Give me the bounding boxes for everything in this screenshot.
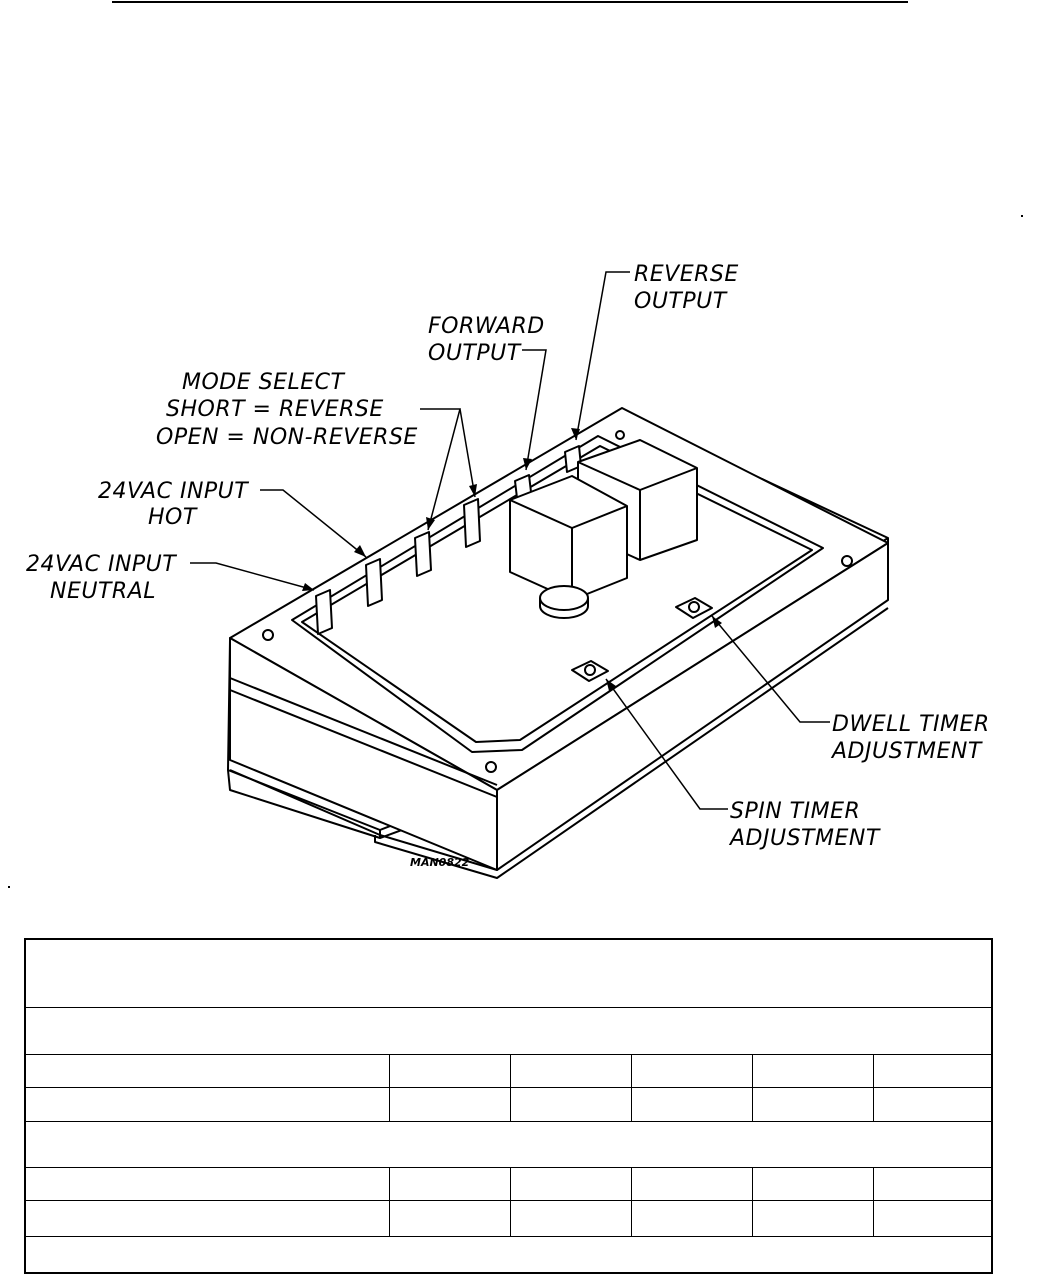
- arrowhead: [426, 517, 435, 530]
- leader-spin: [605, 678, 728, 810]
- table-cell: [632, 1201, 753, 1236]
- table-cell: [874, 1168, 991, 1200]
- table-cell: [26, 1201, 390, 1236]
- table-section-row: [26, 1122, 991, 1168]
- table-footer-row: [26, 1237, 991, 1272]
- table-section-label: [26, 1008, 991, 1054]
- housing-side-seam: [229, 689, 498, 798]
- stray-mark: [1021, 215, 1023, 217]
- pot-dwell-knob: [688, 601, 700, 613]
- stray-mark: [8, 886, 10, 888]
- table-cell: [632, 1168, 753, 1200]
- leader-mode: [420, 408, 476, 531]
- table-cell: [390, 1168, 511, 1200]
- table-row: [26, 1168, 991, 1201]
- terminal-mode-b: [463, 498, 481, 548]
- table-cell: [390, 1201, 511, 1236]
- table-footer: [26, 1237, 991, 1272]
- label-spin-line1: SPIN TIMER: [730, 799, 860, 824]
- arrowhead: [302, 583, 314, 591]
- table-cell: [874, 1201, 991, 1236]
- label-neutral-line2: NEUTRAL: [50, 579, 156, 604]
- terminal-mode-a: [414, 531, 432, 577]
- timer-board-diagram: REVERSE OUTPUT FORWARD OUTPUT MODE SELEC…: [26, 262, 990, 879]
- housing-side: [496, 542, 889, 871]
- corner-hole: [841, 555, 853, 567]
- arrowhead: [523, 458, 532, 470]
- top-rule: [112, 1, 908, 3]
- arrowhead: [354, 545, 366, 557]
- table-cell: [632, 1088, 753, 1121]
- label-reverse-line1: REVERSE: [634, 262, 739, 287]
- table-row: [26, 1201, 991, 1237]
- board-recess-inner: [301, 445, 813, 743]
- pot-spin: [571, 660, 609, 682]
- table-cell: [511, 1201, 632, 1236]
- pot-dwell: [675, 597, 713, 619]
- table-cell: [874, 1055, 991, 1087]
- table-cell: [874, 1088, 991, 1121]
- table-cell: [26, 1088, 390, 1121]
- label-reverse-line2: OUTPUT: [634, 289, 728, 314]
- label-mode-line2: SHORT = REVERSE: [166, 397, 384, 422]
- arrowhead: [571, 428, 580, 440]
- table-row: [26, 1055, 991, 1088]
- arrowhead: [469, 484, 477, 497]
- table-title-row: [26, 940, 991, 1008]
- drawing-code: MAN0822: [410, 856, 470, 869]
- arrowhead: [712, 616, 722, 628]
- table-cell: [753, 1055, 874, 1087]
- table-cell: [390, 1055, 511, 1087]
- label-forward-line1: FORWARD: [428, 314, 545, 339]
- label-spin-line2: ADJUSTMENT: [728, 826, 881, 851]
- capacitor: [539, 585, 589, 611]
- label-forward-line2: OUTPUT: [428, 341, 522, 366]
- label-dwell-line1: DWELL TIMER: [832, 712, 990, 737]
- table-section-label: [26, 1122, 991, 1167]
- terminal-hot: [365, 558, 383, 607]
- arrowhead: [606, 679, 616, 691]
- pot-spin-knob: [584, 664, 596, 676]
- table-cell: [753, 1088, 874, 1121]
- label-mode-line1: MODE SELECT: [182, 370, 346, 395]
- board-recess: [291, 435, 824, 753]
- terminal-neutral: [315, 589, 333, 635]
- table-cell: [390, 1088, 511, 1121]
- leader-reverse: [575, 271, 630, 441]
- table-section-row: [26, 1008, 991, 1055]
- table-cell: [753, 1201, 874, 1236]
- capacitor-side: [539, 598, 589, 619]
- leader-hot: [260, 489, 367, 558]
- label-dwell-line2: ADJUSTMENT: [830, 739, 983, 764]
- label-hot-line2: HOT: [148, 505, 198, 530]
- base-flange: [229, 769, 498, 871]
- table-row: [26, 1088, 991, 1122]
- table-cell: [511, 1088, 632, 1121]
- relay-front: [509, 475, 628, 601]
- leader-dwell: [711, 615, 830, 723]
- leader-forward: [522, 349, 547, 471]
- corner-hole: [615, 430, 625, 440]
- table-cell: [511, 1055, 632, 1087]
- label-neutral-line1: 24VAC INPUT: [26, 552, 177, 577]
- corner-hole: [485, 761, 497, 773]
- housing-side-seam: [229, 677, 498, 786]
- table-title: [26, 940, 991, 1007]
- base-flange-edge: [374, 607, 889, 879]
- leader-neutral: [190, 562, 315, 591]
- spec-table: [24, 938, 993, 1274]
- table-cell: [753, 1168, 874, 1200]
- table-cell: [632, 1055, 753, 1087]
- table-cell: [26, 1055, 390, 1087]
- table-cell: [511, 1168, 632, 1200]
- label-mode-line3: OPEN = NON-REVERSE: [156, 425, 418, 450]
- relay-rear-edge: [577, 461, 698, 560]
- corner-hole: [262, 629, 274, 641]
- label-hot-line1: 24VAC INPUT: [98, 479, 249, 504]
- table-cell: [26, 1168, 390, 1200]
